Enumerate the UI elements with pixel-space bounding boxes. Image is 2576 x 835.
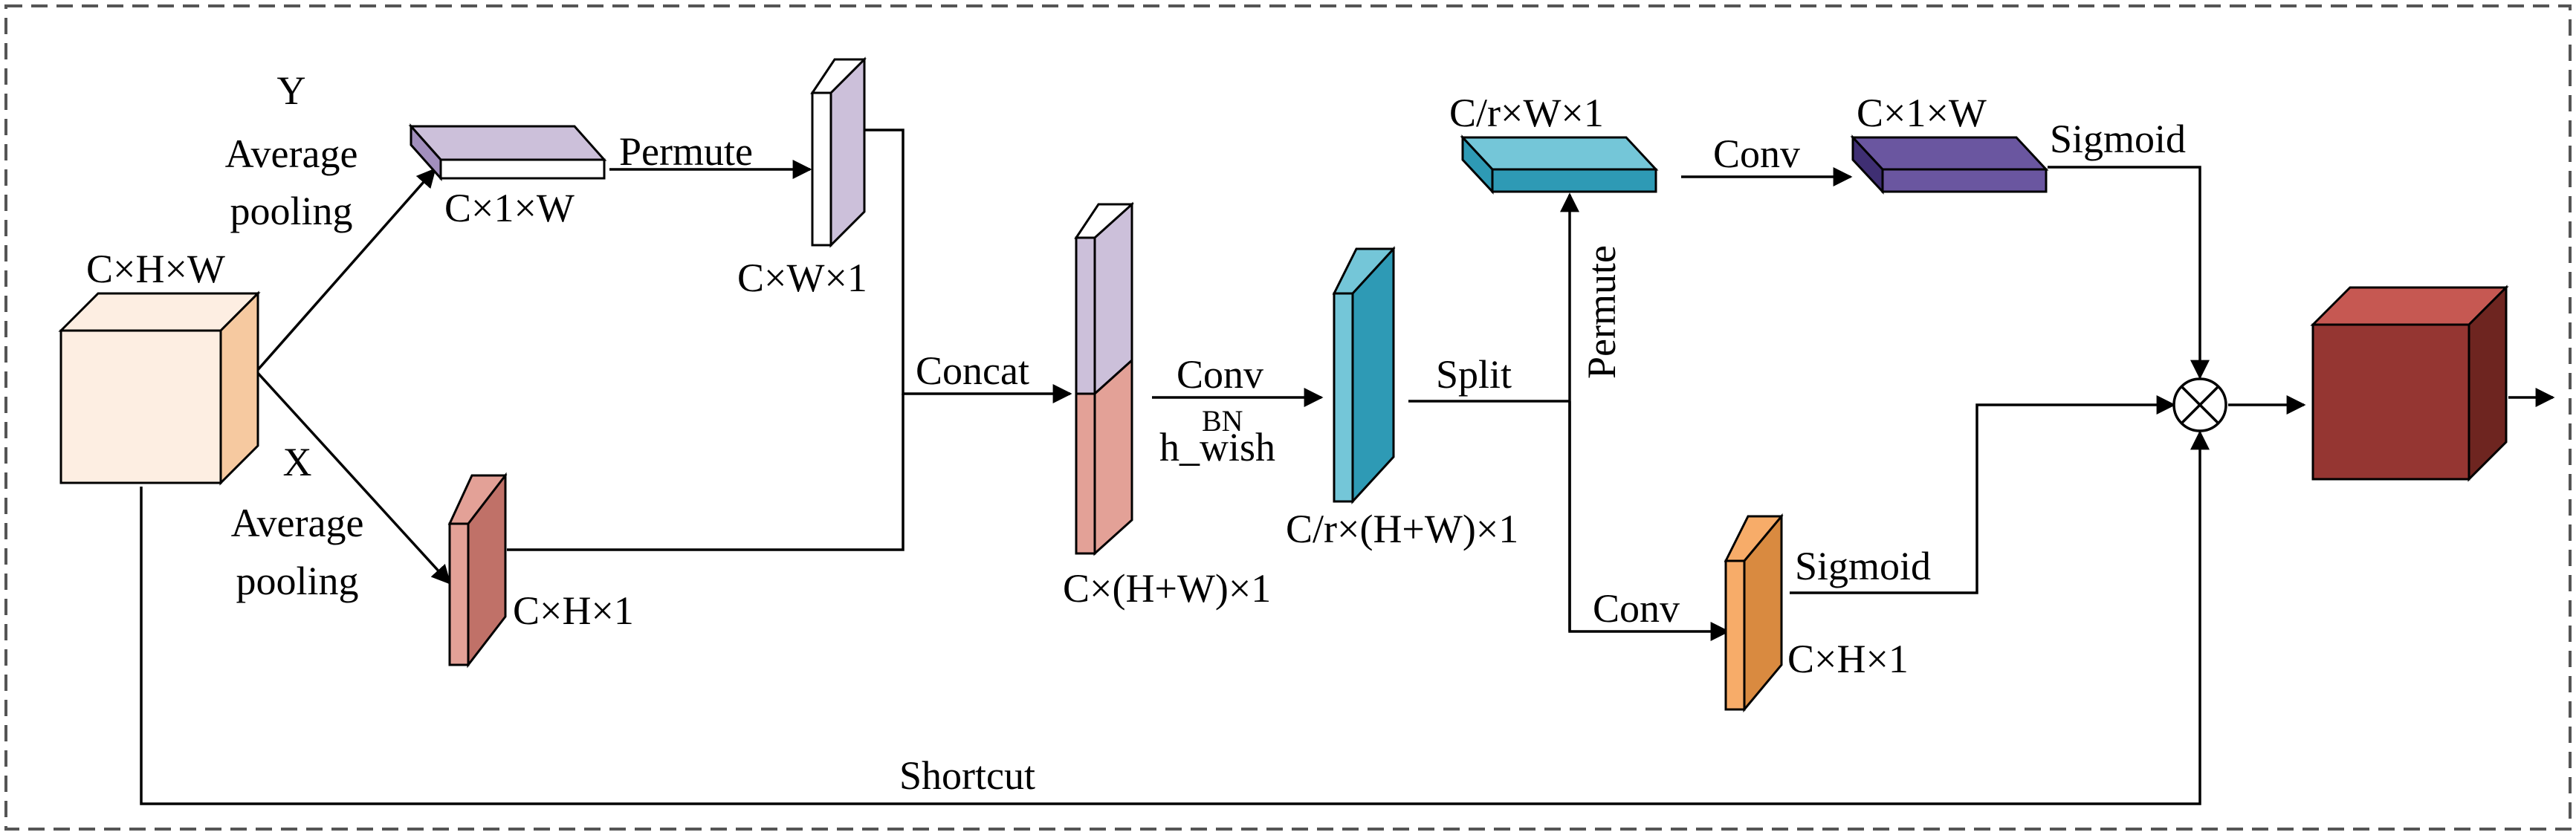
permuted-bar-front — [829, 56, 866, 248]
purple-slab-front — [1881, 168, 2048, 193]
reduced-bar-side — [1351, 246, 1395, 504]
arrow-input-to-xpool — [255, 370, 451, 585]
ypool-label-3: pooling — [230, 189, 352, 233]
sigmoid-label-1: Sigmoid — [2050, 117, 2186, 161]
input-dims-label: C×H×W — [86, 247, 225, 291]
permute-label-2: Permute — [1579, 245, 1624, 379]
line-xpool-to-concat — [507, 394, 904, 551]
w-branch-dims-label: C/r×W×1 — [1449, 91, 1604, 135]
cyan-slab — [1460, 134, 1659, 195]
permuted-bar — [810, 56, 867, 248]
concat-upper-left — [1075, 236, 1096, 395]
purple-slab — [1850, 134, 2049, 195]
bn-label: BN — [1202, 404, 1243, 438]
arrow-input-to-ypool — [255, 168, 436, 373]
w-out-dims-label: C×1×W — [1857, 91, 1987, 135]
input-cube — [58, 290, 261, 486]
orange-bar — [1724, 513, 1784, 713]
xpool-bar-side — [467, 472, 507, 669]
conv-label-3: Conv — [1593, 586, 1680, 631]
permuted-dims-label: C×W×1 — [737, 256, 867, 300]
reduced-bar-left — [1333, 292, 1354, 503]
xpool-label-1: X — [283, 440, 312, 484]
concat-bar — [1074, 201, 1134, 556]
shortcut-label: Shortcut — [899, 753, 1035, 798]
hwish-label: h_wish — [1159, 425, 1275, 470]
conv-label-1: Conv — [1177, 352, 1263, 397]
sigmoid-label-2: Sigmoid — [1795, 544, 1931, 588]
connectors — [140, 129, 2555, 805]
ypool-slab-front — [439, 158, 606, 180]
xpool-bar-left — [448, 522, 470, 666]
permute-label-1: Permute — [619, 129, 753, 174]
labels: C×H×W Y Average pooling X Average poolin… — [86, 68, 2186, 798]
line-shortcut — [140, 430, 2210, 805]
orange-bar-side — [1743, 513, 1783, 713]
ypool-label-2: Average — [225, 131, 358, 176]
input-cube-front — [59, 329, 222, 484]
line-sigmoid-bottom-to-multiply — [1790, 395, 2176, 594]
purple-slab-top — [1850, 136, 2049, 171]
multiply-node — [2172, 377, 2227, 432]
ypool-slab-top — [408, 125, 607, 161]
xpool-dims-label: C×H×1 — [513, 588, 634, 633]
concat-label: Concat — [916, 348, 1029, 393]
output-cube-front — [2311, 323, 2470, 481]
conv-label-2: Conv — [1713, 131, 1800, 176]
concat-dims-label: C×(H+W)×1 — [1063, 566, 1271, 611]
ypool-dims-label: C×1×W — [444, 186, 575, 230]
xpool-bar — [447, 472, 508, 669]
permuted-bar-left — [811, 91, 832, 247]
concat-lower-left — [1075, 392, 1096, 555]
line-sigmoid-top-to-multiply — [2048, 166, 2210, 380]
split-label: Split — [1436, 352, 1512, 397]
xpool-label-3: pooling — [236, 559, 358, 603]
reduced-dims-label: C/r×(H+W)×1 — [1286, 507, 1518, 551]
arrow-to-orange — [1568, 401, 1730, 641]
multiply-cross-b — [2180, 385, 2220, 425]
ypool-slab — [408, 123, 607, 181]
line-permuted-to-concat — [862, 129, 1072, 403]
output-cube — [2310, 285, 2509, 482]
cyan-slab-front — [1491, 168, 1657, 193]
orange-bar-left — [1724, 559, 1746, 711]
xpool-label-2: Average — [231, 501, 364, 545]
h-out-dims-label: C×H×1 — [1787, 637, 1909, 681]
cyan-slab-top — [1460, 136, 1659, 171]
concat-lower-side — [1093, 357, 1133, 556]
reduced-bar — [1332, 246, 1396, 504]
ypool-label-1: Y — [277, 68, 306, 113]
